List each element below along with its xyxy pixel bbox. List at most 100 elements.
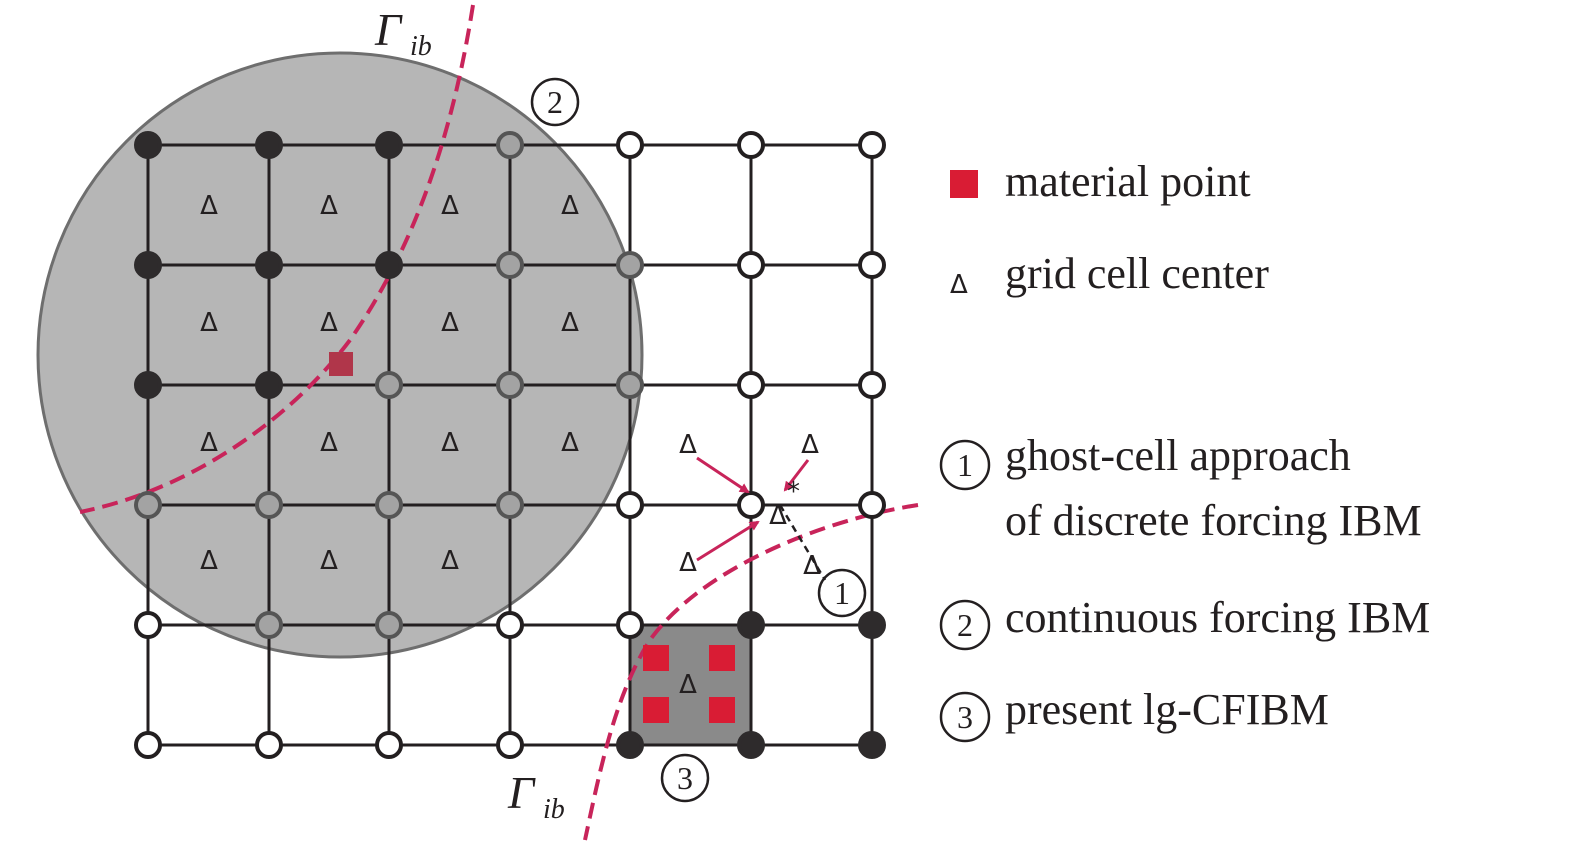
- kernel-node: [496, 371, 524, 399]
- cell-center-triangle: Δ: [200, 191, 218, 221]
- solid-node: [858, 731, 886, 759]
- fluid-node: [616, 491, 644, 519]
- fluid-node: [737, 251, 765, 279]
- cell-center-triangle: Δ: [320, 546, 338, 576]
- kernel-node: [255, 491, 283, 519]
- fluid-node: [737, 371, 765, 399]
- circled-number-3-diagram: 3: [660, 753, 710, 803]
- fluid-node: [616, 611, 644, 639]
- solid-node: [255, 131, 283, 159]
- cell-center-triangle: Δ: [320, 191, 338, 221]
- material-point: [643, 697, 669, 723]
- solid-node: [616, 731, 644, 759]
- lg-cfibm-material-points: [643, 645, 735, 723]
- legend: material point Δ grid cell center 1 ghos…: [939, 157, 1430, 743]
- kernel-node: [375, 611, 403, 639]
- solid-node: [255, 371, 283, 399]
- legend-item1-line2: of discrete forcing IBM: [1005, 496, 1422, 545]
- cell-center-triangle: Δ: [769, 501, 787, 531]
- legend-circled-number-2: 2: [939, 599, 991, 651]
- cell-center-triangle: Δ: [320, 308, 338, 338]
- solid-node: [737, 611, 765, 639]
- cell-center-triangle: Δ: [679, 430, 697, 460]
- fluid-node: [858, 251, 886, 279]
- fluid-node: [858, 131, 886, 159]
- svg-text:Γ: Γ: [374, 4, 403, 55]
- solid-node: [737, 731, 765, 759]
- solid-node: [134, 251, 162, 279]
- svg-text:Γ: Γ: [507, 767, 536, 818]
- cell-center-triangle: Δ: [561, 191, 579, 221]
- legend-circled-number-1: 1: [939, 439, 991, 491]
- cell-center-triangle: Δ: [561, 308, 579, 338]
- solid-node: [134, 131, 162, 159]
- solid-node: [255, 251, 283, 279]
- fluid-node: [375, 731, 403, 759]
- cell-center-triangle: Δ: [441, 308, 459, 338]
- cell-center-triangle: Δ: [200, 428, 218, 458]
- cell-center-triangle: Δ: [200, 546, 218, 576]
- ghost-arrow: [696, 520, 760, 562]
- svg-text:ib: ib: [410, 31, 432, 62]
- cell-center-triangle: Δ: [200, 308, 218, 338]
- solid-node: [375, 131, 403, 159]
- kernel-node: [134, 491, 162, 519]
- kernel-node: [616, 251, 644, 279]
- legend-triangle-swatch: Δ: [950, 270, 968, 300]
- fluid-node: [737, 131, 765, 159]
- cell-center-triangle: Δ: [801, 430, 819, 460]
- svg-text:2: 2: [957, 607, 973, 643]
- kernel-node: [496, 491, 524, 519]
- kernel-node: [255, 611, 283, 639]
- material-point: [709, 697, 735, 723]
- cell-center-triangle: Δ: [679, 670, 697, 700]
- ghost-cell-normal-line: [778, 504, 827, 581]
- boundary-label-lower: Γ ib: [507, 767, 565, 825]
- fluid-node: [737, 491, 765, 519]
- svg-text:1: 1: [957, 447, 973, 483]
- fluid-node: [134, 611, 162, 639]
- cell-center-triangle: Δ: [441, 546, 459, 576]
- image-point-star: *: [787, 477, 800, 507]
- solid-node: [858, 611, 886, 639]
- fluid-node: [134, 731, 162, 759]
- cell-center-triangle: Δ: [679, 548, 697, 578]
- svg-text:1: 1: [834, 575, 850, 611]
- cell-center-triangle: Δ: [320, 428, 338, 458]
- fluid-node: [255, 731, 283, 759]
- cell-center-triangle: Δ: [803, 551, 821, 581]
- cell-center-triangle: Δ: [441, 191, 459, 221]
- fluid-node: [496, 731, 524, 759]
- fluid-node: [858, 491, 886, 519]
- svg-text:ib: ib: [543, 794, 565, 825]
- solid-node: [134, 371, 162, 399]
- fluid-node: [496, 611, 524, 639]
- fluid-node: [616, 131, 644, 159]
- legend-item2-label: continuous forcing IBM: [1005, 593, 1430, 642]
- ghost-arrow: [696, 456, 750, 494]
- svg-text:3: 3: [957, 699, 973, 735]
- ghost-arrow: [783, 459, 810, 492]
- solid-node: [375, 251, 403, 279]
- cell-center-triangle: Δ: [441, 428, 459, 458]
- kernel-node: [496, 131, 524, 159]
- kernel-node: [375, 491, 403, 519]
- kernel-node: [496, 251, 524, 279]
- circled-number-2-diagram: 2: [530, 77, 580, 127]
- grid-nodes: [134, 131, 886, 759]
- material-point: [709, 645, 735, 671]
- immersed-boundary-upper: [79, 4, 475, 514]
- material-point: [643, 645, 669, 671]
- boundary-label-upper: Γ ib: [374, 4, 432, 62]
- legend-material-point-label: material point: [1005, 157, 1251, 206]
- immersed-boundary-lower: [583, 503, 919, 841]
- material-point-kernel: [329, 352, 353, 376]
- cell-center-triangle: Δ: [561, 428, 579, 458]
- fluid-node: [858, 371, 886, 399]
- legend-circled-number-3: 3: [939, 691, 991, 743]
- legend-item3-label: present lg-CFIBM: [1005, 685, 1329, 734]
- svg-text:2: 2: [547, 84, 563, 120]
- circled-number-1-diagram: 1: [817, 568, 867, 618]
